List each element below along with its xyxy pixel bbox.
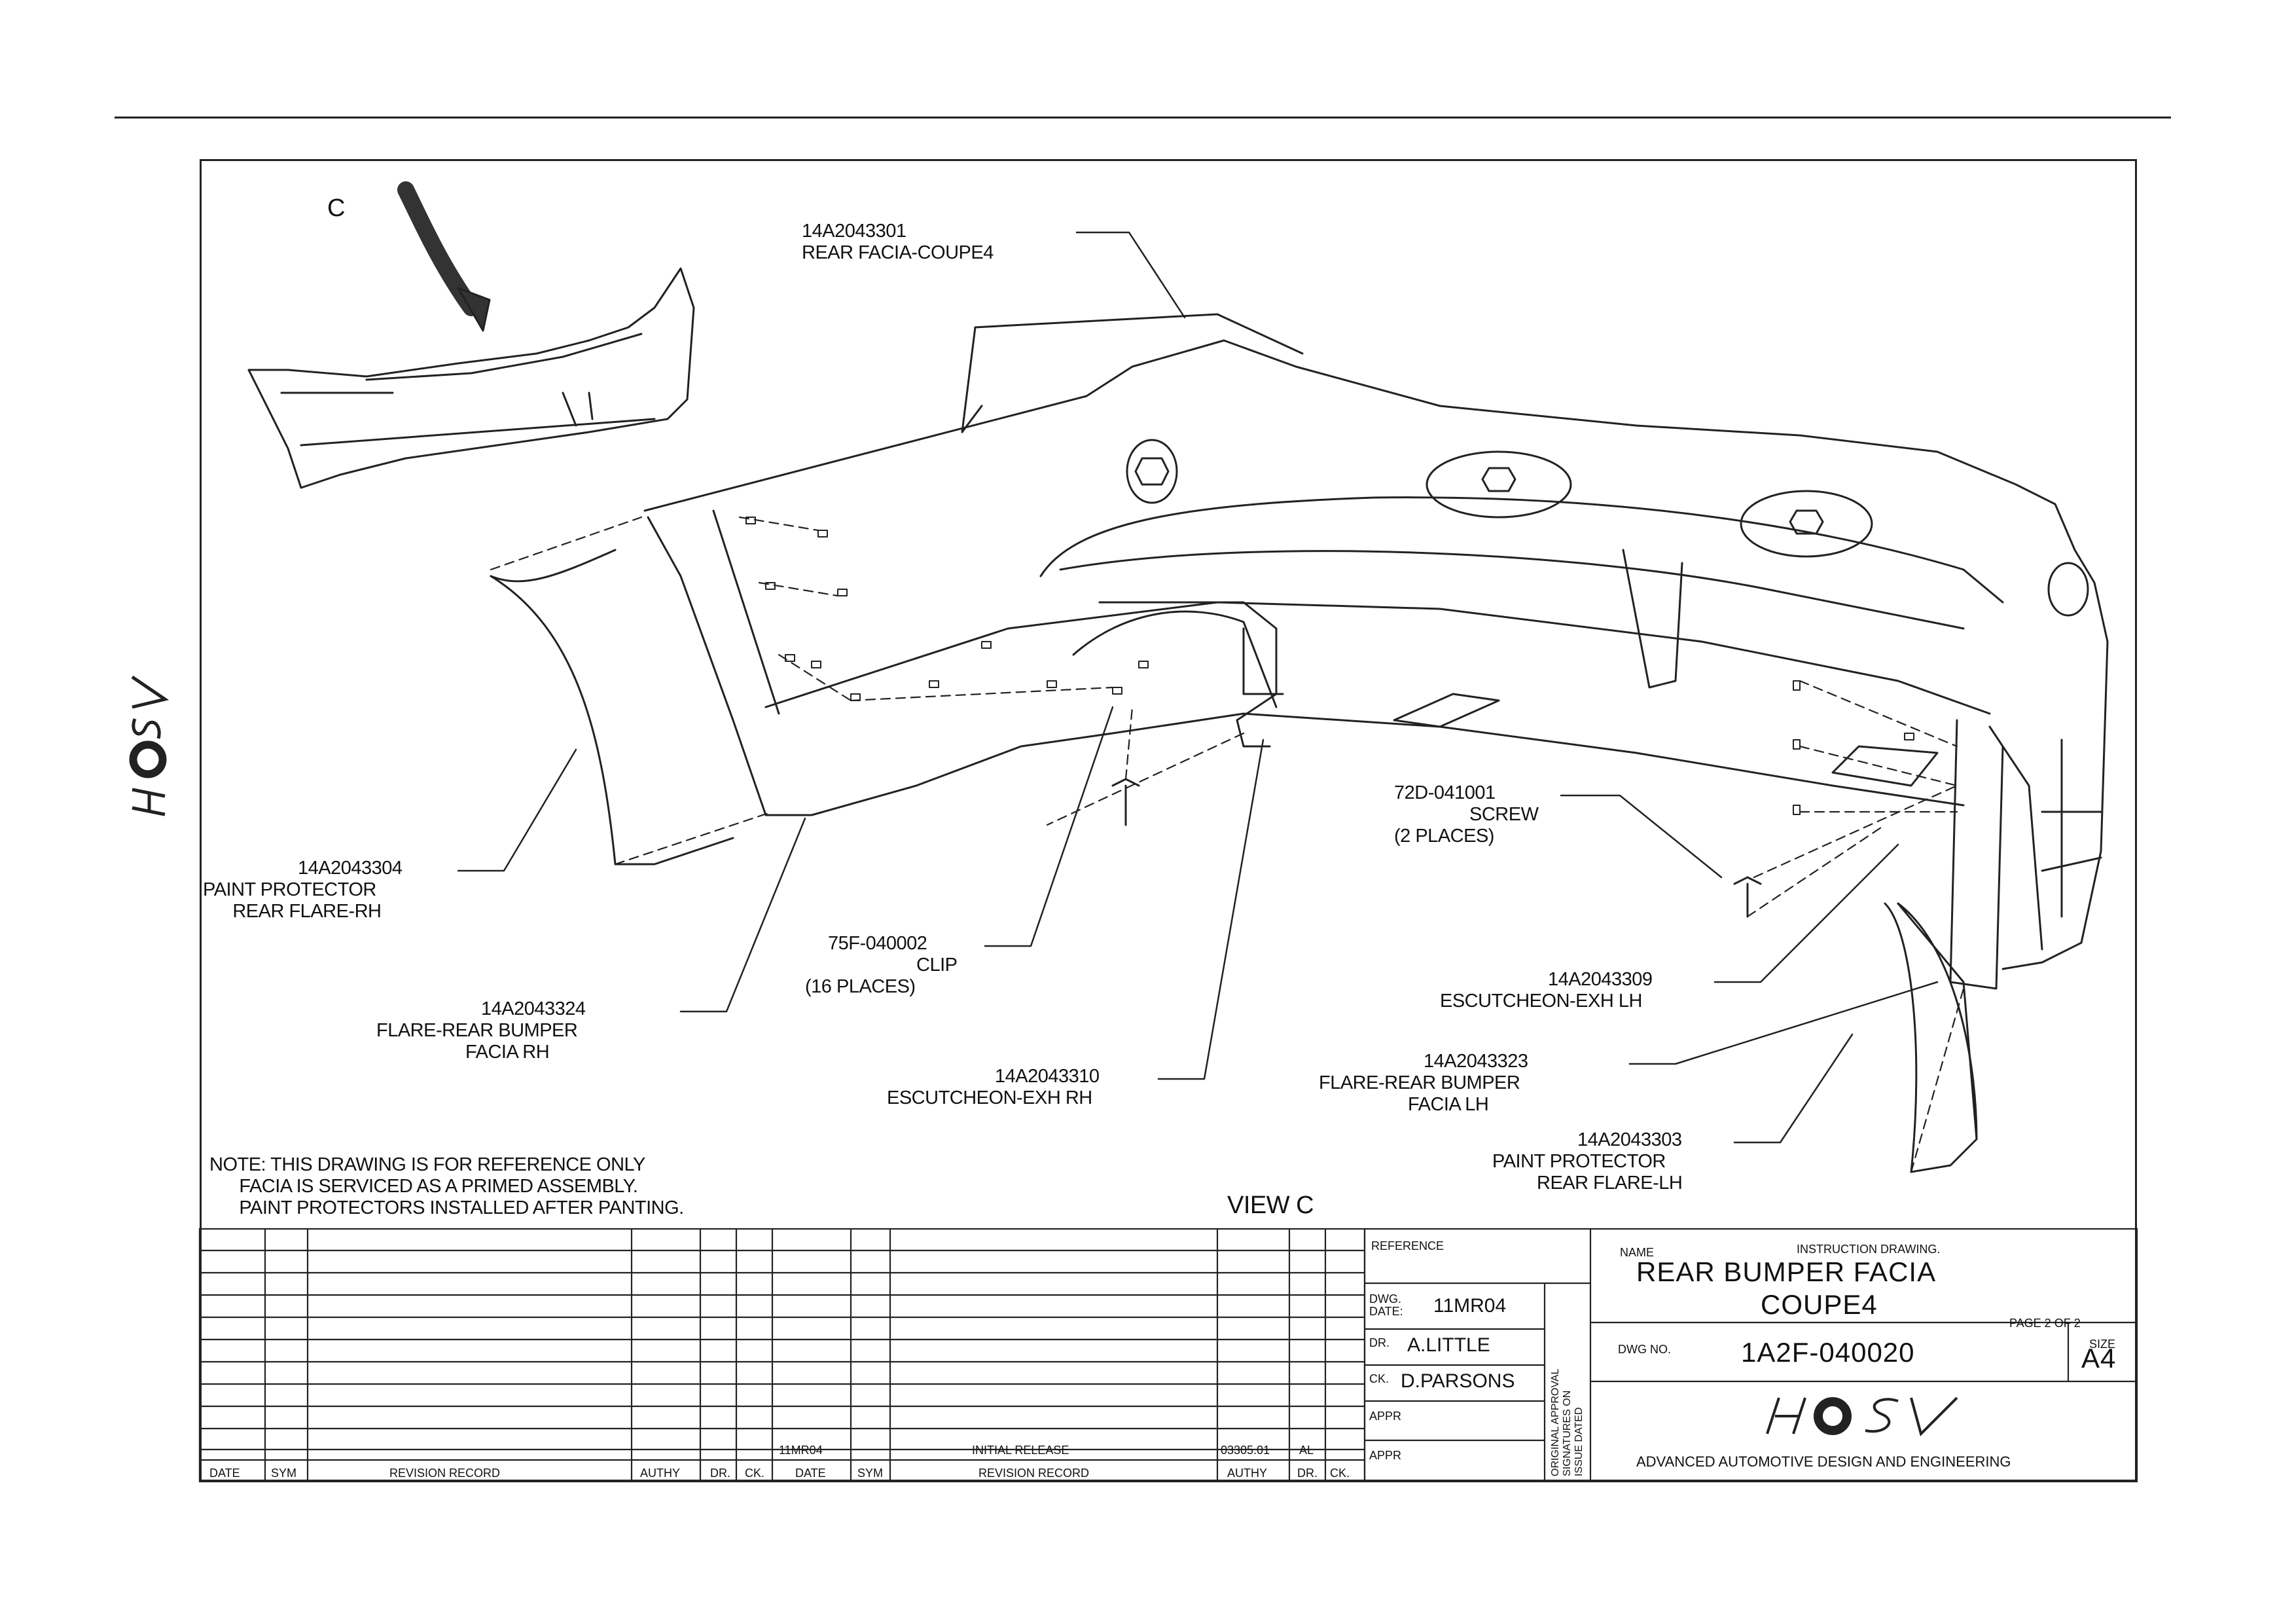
dwg-date-label: DWG. DATE: xyxy=(1369,1292,1403,1318)
part-number: 14A2043323 xyxy=(1424,1051,1528,1072)
screw-marks xyxy=(1111,778,1762,918)
view-letter: C xyxy=(327,194,345,222)
part-number: 14A2043324 xyxy=(481,998,586,1019)
header-rule xyxy=(115,117,2171,119)
view-c-inset xyxy=(247,181,695,489)
title-block-grid xyxy=(1363,1228,2138,1483)
rev-header-record-2: REVISION RECORD xyxy=(978,1467,1090,1480)
part-number: 14A2043310 xyxy=(995,1066,1100,1087)
part-description: ESCUTCHEON-EXH LH xyxy=(1440,991,1642,1012)
company-name: ADVANCED AUTOMOTIVE DESIGN AND ENGINEERI… xyxy=(1636,1453,2011,1470)
drawing-note: NOTE: THIS DRAWING IS FOR REFERENCE ONLY… xyxy=(209,1154,684,1218)
dr-label: DR. xyxy=(1369,1336,1390,1349)
ck-label: CK. xyxy=(1369,1372,1390,1385)
part-number: 72D-041001 xyxy=(1394,782,1496,803)
appr-label-2: APPR xyxy=(1369,1449,1402,1462)
size-label: SIZE xyxy=(2089,1338,2116,1351)
appr-label: APPR xyxy=(1369,1410,1402,1423)
rev-entry-record: INITIAL RELEASE xyxy=(972,1444,1069,1457)
rev-header-dr: DR. xyxy=(710,1467,730,1480)
part-description: PAINT PROTECTOR REAR FLARE-LH xyxy=(1492,1151,1683,1194)
dwg-no-label: DWG NO. xyxy=(1618,1343,1671,1356)
part-description: ESCUTCHEON-EXH RH xyxy=(887,1087,1092,1108)
flare-lh-outline xyxy=(1884,902,1978,1173)
checker: D.PARSONS xyxy=(1401,1370,1515,1392)
rev-header-sym-2: SYM xyxy=(857,1467,884,1480)
drafter: A.LITTLE xyxy=(1407,1334,1490,1356)
rev-header-ck-2: CK. xyxy=(1330,1467,1350,1480)
part-description: FLARE-REAR BUMPER FACIA LH xyxy=(1319,1072,1520,1115)
hsv-title-logo xyxy=(1766,1396,1958,1436)
approval-note: ORIGINAL APPROVAL SIGNATURES ON ISSUE DA… xyxy=(1550,1368,1585,1477)
rev-entry-authy: 03305.01 xyxy=(1221,1444,1270,1457)
part-description: SCREW xyxy=(1469,804,1539,825)
drawing-title-line1: REAR BUMPER FACIA xyxy=(1636,1256,1937,1287)
instruction-label: INSTRUCTION DRAWING. xyxy=(1797,1243,1941,1256)
rev-header-dr-2: DR. xyxy=(1297,1467,1318,1480)
part-number: 14A2043304 xyxy=(298,858,403,879)
drawing-sheet xyxy=(200,159,2137,1482)
page-indicator: PAGE 2 OF 2 xyxy=(2009,1317,2081,1330)
assembly-dashed-lines xyxy=(490,516,1965,1173)
rev-header-date: DATE xyxy=(209,1467,240,1480)
rev-header-ck: CK. xyxy=(745,1467,765,1480)
rev-header-sym: SYM xyxy=(271,1467,297,1480)
part-number: 14A2043301 xyxy=(802,221,906,242)
rear-facia-outline xyxy=(643,313,2109,990)
part-number: 14A2043303 xyxy=(1577,1129,1682,1150)
part-number: 14A2043309 xyxy=(1548,969,1653,990)
part-number: 75F-040002 xyxy=(828,933,927,954)
part-quantity: (16 PLACES) xyxy=(805,976,916,997)
view-label: VIEW C xyxy=(1227,1192,1314,1219)
revision-table-grid xyxy=(198,1228,1366,1483)
rev-entry-date: 11MR04 xyxy=(779,1444,823,1457)
part-description: FLARE-REAR BUMPER FACIA RH xyxy=(376,1020,578,1063)
part-description: REAR FACIA-COUPE4 xyxy=(802,242,994,263)
name-label: NAME xyxy=(1620,1246,1655,1259)
rev-header-date-2: DATE xyxy=(795,1467,826,1480)
dwg-date: 11MR04 xyxy=(1433,1295,1507,1317)
drawing-title-line2: COUPE4 xyxy=(1761,1289,1878,1320)
sheet-size: A4 xyxy=(2081,1343,2117,1374)
part-quantity: (2 PLACES) xyxy=(1394,826,1494,847)
rev-entry-dr: AL xyxy=(1299,1444,1314,1457)
reference-label: REFERENCE xyxy=(1371,1239,1444,1252)
leader-lines xyxy=(457,231,1939,1144)
rev-header-authy-2: AUTHY xyxy=(1227,1467,1268,1480)
flare-rh-outline xyxy=(490,549,734,866)
escutcheon-rh-outline xyxy=(1098,601,1278,748)
clip-marks xyxy=(745,517,1914,815)
rev-header-record: REVISION RECORD xyxy=(389,1467,501,1480)
drawing-number: 1A2F-040020 xyxy=(1741,1337,1915,1368)
part-description: PAINT PROTECTOR REAR FLARE-RH xyxy=(203,879,382,922)
rev-header-authy: AUTHY xyxy=(640,1467,681,1480)
hsv-side-logo xyxy=(129,675,170,816)
part-description: CLIP xyxy=(916,955,958,976)
